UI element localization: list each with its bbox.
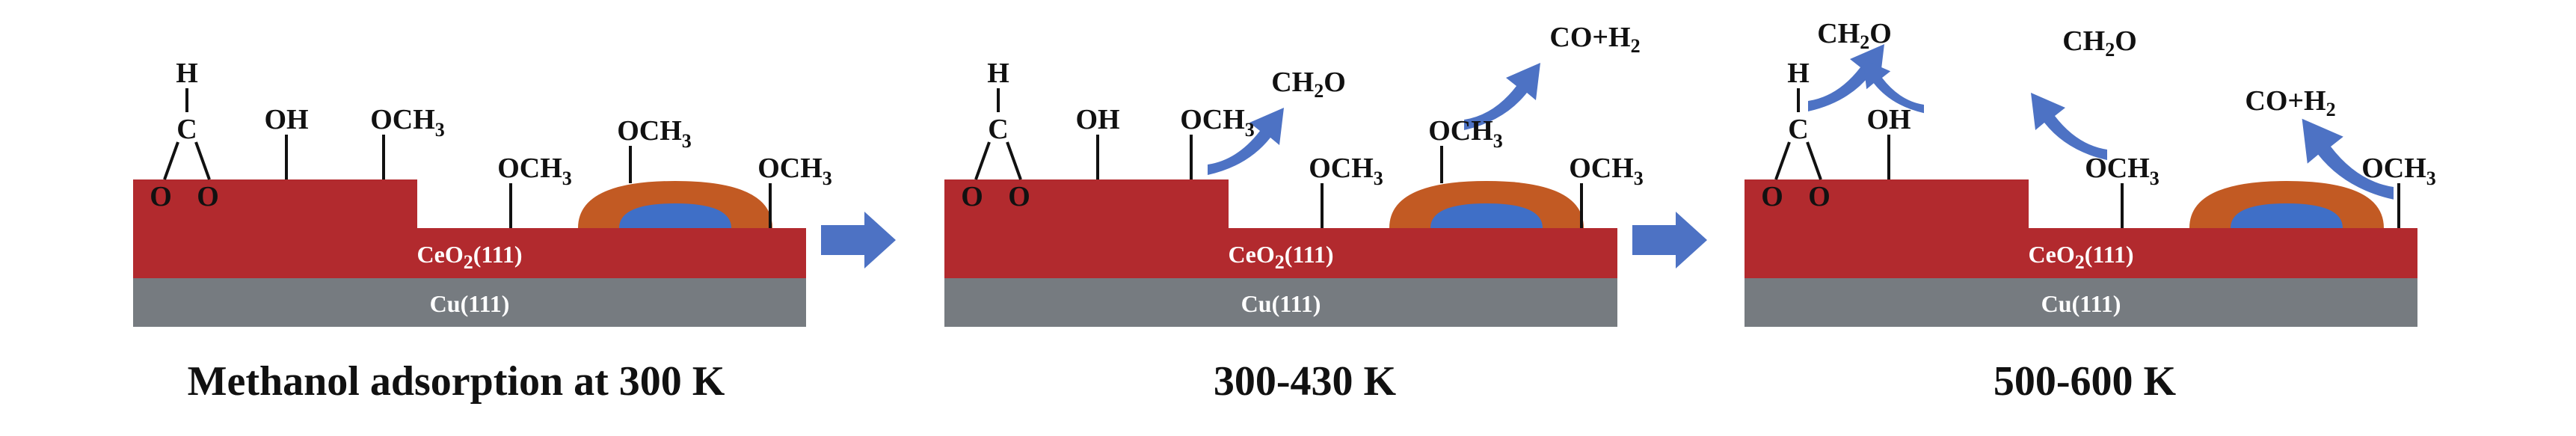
p2-o-left-label: O bbox=[961, 181, 983, 212]
panel-2: H C O O OH OCH3 OCH3 OCH3 OCH3 CH2O CO+H… bbox=[944, 22, 1644, 405]
p2-h-label: H bbox=[987, 58, 1009, 89]
p2-ch2o-product: CH2O bbox=[1271, 67, 1346, 102]
p3-ch2o-product-right: CH2O bbox=[2062, 25, 2137, 61]
p2-och3-step: OCH3 bbox=[1309, 153, 1383, 189]
p1-och3-step: OCH3 bbox=[497, 153, 572, 189]
p2-ceo2-label: CeO2(111) bbox=[1229, 241, 1334, 273]
p1-c-label: C bbox=[176, 114, 197, 145]
p3-oh-label: OH bbox=[1866, 104, 1911, 135]
p3-ch2o-product-left: CH2O bbox=[1817, 18, 1892, 53]
p3-och3-step: OCH3 bbox=[2085, 153, 2160, 189]
p3-cu-label: Cu(111) bbox=[2041, 290, 2121, 317]
p3-o-right-label: O bbox=[1808, 181, 1830, 212]
p1-h-label: H bbox=[176, 58, 198, 89]
p1-o-right-label: O bbox=[197, 181, 219, 212]
p2-c-label: C bbox=[988, 114, 1008, 145]
p2-och3-edge: OCH3 bbox=[1569, 153, 1644, 189]
p1-caption: Methanol adsorption at 300 K bbox=[188, 358, 725, 405]
p2-cu-label: Cu(111) bbox=[1241, 290, 1321, 317]
p3-o-left-label: O bbox=[1761, 181, 1783, 212]
p2-coh2-product: CO+H2 bbox=[1549, 22, 1640, 57]
p2-och3-particle: OCH3 bbox=[1428, 115, 1503, 152]
panel-1-surface bbox=[133, 88, 806, 327]
panel-2-surface bbox=[944, 63, 1617, 327]
p1-ceo2-label: CeO2(111) bbox=[417, 241, 523, 273]
p1-och3-particle: OCH3 bbox=[617, 115, 692, 152]
p3-ceo2-label: CeO2(111) bbox=[2029, 241, 2134, 273]
p2-caption: 300-430 K bbox=[1214, 358, 1397, 405]
p3-caption: 500-600 K bbox=[1994, 358, 2177, 405]
p3-c-label: C bbox=[1788, 114, 1808, 145]
panel-3: H C O O OH OCH3 OCH3 CH2O CH2O CO+H2 CeO… bbox=[1745, 18, 2436, 405]
p2-o-right-label: O bbox=[1008, 181, 1030, 212]
p1-cu-label: Cu(111) bbox=[430, 290, 510, 317]
p2-och3-upper: OCH3 bbox=[1180, 104, 1255, 141]
p3-coh2-product: CO+H2 bbox=[2245, 85, 2335, 120]
p1-o-left-label: O bbox=[150, 181, 172, 212]
p1-och3-upper: OCH3 bbox=[370, 104, 445, 141]
p3-och3-edge: OCH3 bbox=[2361, 153, 2436, 189]
process-arrow-2 bbox=[1632, 212, 1707, 268]
panel-3-surface bbox=[1745, 44, 2417, 327]
panel-1: H C O O OH OCH3 OCH3 OCH3 OCH3 CeO2(111)… bbox=[133, 58, 832, 405]
p1-oh-label: OH bbox=[264, 104, 308, 135]
process-arrow-1 bbox=[821, 212, 896, 268]
p1-och3-edge: OCH3 bbox=[757, 153, 832, 189]
p2-oh-label: OH bbox=[1075, 104, 1119, 135]
p3-ch2o-step-arrow bbox=[2031, 93, 2107, 160]
p3-h-label: H bbox=[1787, 58, 1810, 89]
